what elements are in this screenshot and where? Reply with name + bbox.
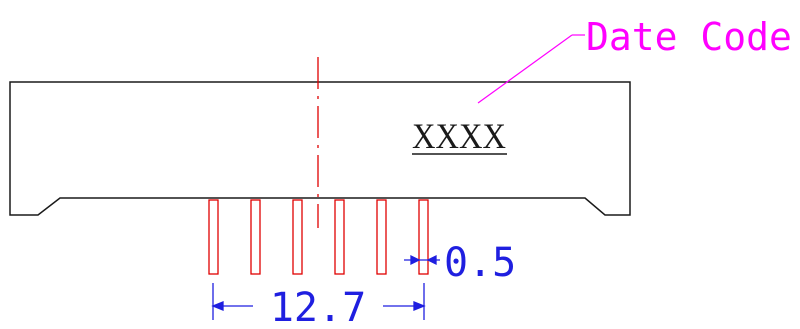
pin-5 xyxy=(376,199,387,275)
pin-1 xyxy=(208,199,219,275)
package-body-outline xyxy=(9,81,631,216)
pin-6 xyxy=(418,199,429,275)
pitch-span-dimension xyxy=(211,283,426,320)
date-code-leader xyxy=(477,34,573,104)
pin-width-dimension xyxy=(404,254,440,266)
pitch-span-label: 12.7 xyxy=(270,285,366,329)
marking-text: XXXX xyxy=(412,116,506,156)
pin-4 xyxy=(334,199,345,275)
date-code-label: Date Code xyxy=(586,15,792,59)
pin-3 xyxy=(292,199,303,275)
pins xyxy=(208,199,429,275)
pin-2 xyxy=(250,199,261,275)
pin-width-label: 0.5 xyxy=(444,240,516,286)
